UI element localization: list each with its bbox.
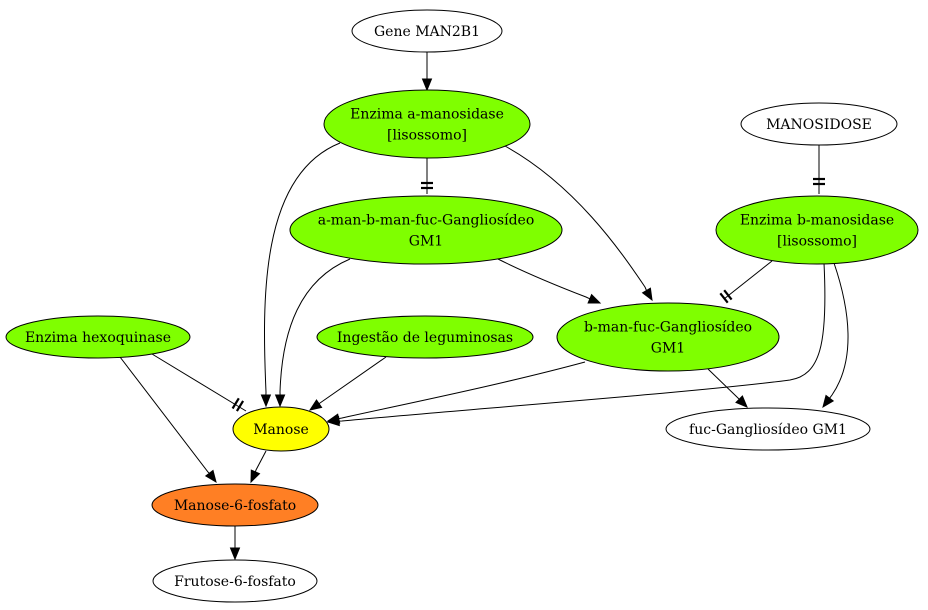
arrowhead (641, 287, 653, 302)
edge-enzima-b-manosidase-to-fuc-gm1 (822, 262, 849, 409)
node-label: [lisossomo] (777, 234, 857, 250)
edge-line (338, 361, 586, 420)
node-label: b-man-fuc-Gangliosídeo (584, 320, 752, 336)
edge-enzima-a-manosidase-to-manose (260, 142, 341, 408)
node-label: Enzima b-manosidase (740, 213, 894, 229)
edge-enzima-hexoquinase-to-manose (151, 353, 247, 412)
node-manosidose[interactable]: MANOSIDOSE (740, 102, 898, 146)
edge-manose-to-manose-6-fosfato (250, 450, 267, 484)
arrowhead (735, 395, 748, 408)
edge-line (707, 368, 740, 400)
node-shape (556, 302, 780, 372)
node-shape (232, 406, 330, 452)
node-label: fuc-Gangliosídeo GM1 (689, 422, 847, 438)
node-label: [lisossomo] (387, 128, 467, 144)
node-ingestao-leguminosas[interactable]: Ingestão de leguminosas (316, 315, 534, 359)
node-shape (289, 195, 563, 265)
node-manose-6-fosfato[interactable]: Manose-6-fosfato (151, 483, 319, 527)
arrowhead (587, 293, 602, 304)
edge-line (318, 356, 387, 405)
edge-a-man-b-man-fuc-gm1-to-manose (274, 258, 351, 408)
edge-manose-6-fosfato-to-frutose-6-fosfato (229, 526, 241, 561)
node-label: Enzima hexoquinase (25, 330, 171, 346)
node-label: GM1 (409, 234, 443, 250)
edge-line (151, 353, 247, 412)
inhibition-bar (719, 292, 729, 304)
edge-manosidose-to-enzima-b-manosidase (813, 145, 825, 194)
arrowhead (274, 394, 286, 408)
inhibition-bar (235, 400, 245, 412)
node-shape (316, 315, 534, 359)
edge-enzima-a-manosidase-to-a-man-b-man-fuc-gm1 (421, 158, 433, 194)
arrowhead (250, 469, 261, 484)
node-shape (665, 407, 871, 451)
node-shape (351, 9, 503, 53)
node-label: Frutose-6-fosfato (174, 574, 296, 590)
node-shape (740, 102, 898, 146)
node-label: Manose-6-fosfato (174, 498, 296, 514)
inhibition-bar (231, 397, 240, 410)
node-label: a-man-b-man-fuc-Gangliosídeo (318, 213, 535, 229)
edge-line (723, 260, 773, 300)
edge-line (829, 262, 849, 399)
node-label: Gene MAN2B1 (374, 24, 480, 40)
edge-line (497, 258, 591, 300)
edge-line (254, 450, 267, 473)
node-label: Enzima a-manosidase (350, 107, 504, 123)
arrowhead (204, 469, 217, 484)
arrowhead (308, 399, 323, 411)
node-shape (323, 89, 531, 159)
node-shape (5, 315, 191, 359)
edge-line (264, 142, 341, 396)
edge-gene-man2b1-to-enzima-a-manosidase (421, 52, 433, 92)
node-manose[interactable]: Manose (232, 406, 330, 452)
node-fuc-gm1[interactable]: fuc-Gangliosídeo GM1 (665, 407, 871, 451)
node-shape (715, 195, 919, 265)
node-frutose-6-fosfato[interactable]: Frutose-6-fosfato (152, 559, 318, 603)
arrowhead (822, 394, 835, 409)
node-enzima-b-manosidase[interactable]: Enzima b-manosidase [lisossomo] (715, 195, 919, 265)
edge-line (119, 356, 210, 474)
node-enzima-hexoquinase[interactable]: Enzima hexoquinase (5, 315, 191, 359)
arrowhead (229, 547, 241, 561)
edge-line (279, 258, 351, 396)
arrowhead (421, 78, 433, 92)
edge-enzima-hexoquinase-to-manose-6-fosfato (119, 356, 217, 484)
edge-b-man-fuc-gm1-to-manose (326, 361, 586, 424)
edge-enzima-a-manosidase-to-b-man-fuc-gm1 (504, 145, 653, 302)
node-label: Manose (253, 422, 309, 438)
node-enzima-a-manosidase[interactable]: Enzima a-manosidase [lisossomo] (323, 89, 531, 159)
arrowhead (326, 413, 341, 424)
arrowhead (260, 394, 272, 408)
node-shape (152, 559, 318, 603)
edge-a-man-b-man-fuc-gm1-to-b-man-fuc-gm1 (497, 258, 602, 304)
node-gene-man2b1[interactable]: Gene MAN2B1 (351, 9, 503, 53)
edge-b-man-fuc-gm1-to-fuc-gm1 (707, 368, 748, 408)
node-label: GM1 (651, 341, 685, 357)
node-shape (151, 483, 319, 527)
edge-ingestao-leguminosas-to-manose (308, 356, 387, 411)
node-label: Ingestão de leguminosas (337, 330, 513, 346)
edge-enzima-b-manosidase-to-b-man-fuc-gm1 (719, 260, 773, 304)
edges-layer (119, 52, 849, 561)
edge-line (338, 262, 826, 422)
edge-line (504, 145, 647, 291)
node-label: MANOSIDOSE (766, 117, 872, 133)
inhibition-bar (723, 289, 733, 301)
